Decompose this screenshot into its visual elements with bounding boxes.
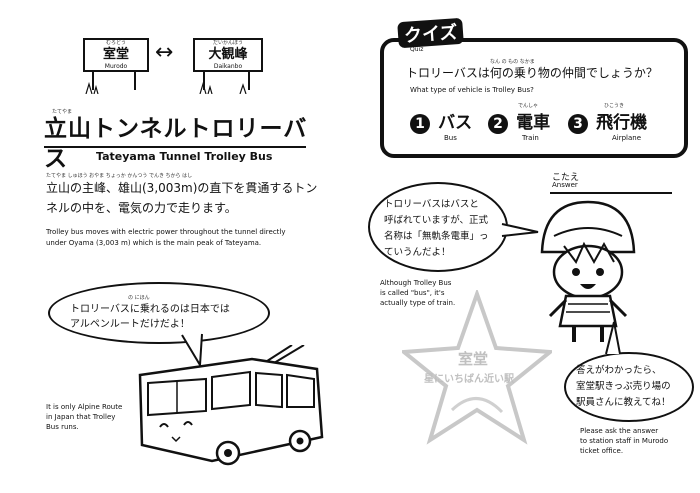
bubble2-line3: 駅員さんに教えてね！ xyxy=(576,397,671,408)
bubble1-line2: 呼ばれていますが、正式 xyxy=(384,215,489,226)
quiz-box xyxy=(380,38,688,158)
option-en: Bus xyxy=(444,134,457,142)
sign-romaji: Daikanbo xyxy=(213,63,243,70)
answer-label: こたえ xyxy=(552,173,580,183)
option-number: 3 xyxy=(568,114,588,134)
stamp-title: 室堂 xyxy=(458,350,489,368)
caption-line: in Japan that Trolley xyxy=(46,413,116,421)
option-number: 1 xyxy=(410,114,430,134)
caption1-line: actually type of train. xyxy=(380,299,456,307)
desc-ruby: たてやま しゅほう おやま ちょっか かんつう でんき ちから はし xyxy=(46,173,193,179)
question-jp: トロリーバスは何の乗り物の仲間でしょうか？ xyxy=(406,66,658,80)
page-subtitle: Tateyama Tunnel Trolley Bus xyxy=(96,150,273,163)
caption-line: Bus runs. xyxy=(46,423,79,431)
grass-decoration xyxy=(85,82,247,94)
title-ruby: たてやま xyxy=(52,109,73,115)
speech-bubble-2 xyxy=(564,352,694,422)
desc-en-line2: under Oyama (3,003 m) which is the main … xyxy=(46,239,262,247)
bubble1-line1: トロリーバスはバスと xyxy=(384,199,479,210)
right-page: クイズ Quiz なん の もの なかま トロリーバスは何の乗り物の仲間でしょう… xyxy=(350,0,700,493)
desc-jp-line1: 立山の主峰、雄山(3,003m)の直下を貫通するトン xyxy=(46,181,318,195)
page-title: 立山トンネルトロリーバス xyxy=(44,116,308,172)
option-2[interactable]: でんしゃ 2 電車 Train xyxy=(488,103,568,142)
option-ruby: ひこうき xyxy=(604,103,625,109)
question-ruby: なん の もの なかま xyxy=(490,59,535,65)
sign-ruby: むろどう xyxy=(105,40,126,46)
option-1[interactable]: 1 バス Bus xyxy=(410,108,485,142)
sign-name: 室堂 xyxy=(102,47,129,62)
option-en: Train xyxy=(522,134,539,142)
mascot-character xyxy=(540,200,636,342)
option-label: 電車 xyxy=(516,113,551,133)
option-label: バス xyxy=(438,113,473,133)
bidirectional-arrow-icon: ↔ xyxy=(155,40,174,65)
question-en: What type of vehicle is Trolley Bus? xyxy=(410,86,534,94)
speech-bubble-1 xyxy=(368,182,508,272)
star-stamp xyxy=(402,290,552,445)
station-sign-murodo: むろどう 室堂 Murodo xyxy=(83,38,149,72)
bubble-ruby: の にほん xyxy=(128,295,150,301)
option-en: Airplane xyxy=(612,134,642,142)
quiz-label-en: Quiz xyxy=(410,46,424,53)
sign-name: 大観峰 xyxy=(208,47,248,62)
caption2-line: ticket office. xyxy=(580,447,624,455)
caption2-line: Please ask the answer xyxy=(580,427,659,435)
bubble-tail xyxy=(501,223,539,237)
sign-post xyxy=(92,70,94,90)
bubble-text-line2: アルペンルートだけだよ！ xyxy=(70,319,190,330)
bubble2-line1: 答えがわかったら、 xyxy=(576,365,662,376)
option-3[interactable]: ひこうき 3 飛行機 Airplane xyxy=(568,103,663,142)
answer-label-en: Answer xyxy=(552,181,578,189)
bubble1-line3: 名称は「無軌条電車」っ xyxy=(384,231,489,242)
trolley-bus-illustration xyxy=(138,345,324,466)
sign-ruby: だいかんぼう xyxy=(212,40,243,46)
caption1-line: Although Trolley Bus xyxy=(380,279,452,287)
left-page: むろどう 室堂 Murodo ↔ だいかんぼう 大観峰 Daikanbo たてや… xyxy=(44,38,324,466)
stamp-text: 星にいちばん近い駅 xyxy=(424,374,514,385)
caption2-line: to station staff in Murodo xyxy=(580,437,669,445)
caption-line: It is only Alpine Route xyxy=(46,403,123,411)
sign-post xyxy=(203,70,205,90)
sign-romaji: Murodo xyxy=(104,63,128,70)
bubble-tail xyxy=(605,321,621,355)
sign-post xyxy=(134,70,136,90)
bubble-tail xyxy=(181,333,203,367)
caption1-line: is called "bus", it's xyxy=(380,289,445,297)
desc-en-line1: Trolley bus moves with electric power th… xyxy=(46,228,286,236)
desc-jp-line2: ネルの中を、電気の力で走ります。 xyxy=(46,201,237,215)
title-underline xyxy=(44,146,306,148)
quiz-label: クイズ xyxy=(397,17,465,49)
bubble-text-line1: トロリーバスに乗れるのは日本では xyxy=(70,304,230,315)
answer-line[interactable] xyxy=(550,192,672,194)
bubble1-line4: ていうんだよ！ xyxy=(384,247,451,258)
station-sign-daikanbo: だいかんぼう 大観峰 Daikanbo xyxy=(193,38,263,72)
option-number: 2 xyxy=(488,114,508,134)
speech-bubble xyxy=(48,282,270,344)
option-ruby: でんしゃ xyxy=(518,103,539,109)
sign-post xyxy=(248,70,250,90)
bubble2-line2: 室堂駅きっぷ売り場の xyxy=(576,381,671,392)
option-label: 飛行機 xyxy=(596,113,648,133)
